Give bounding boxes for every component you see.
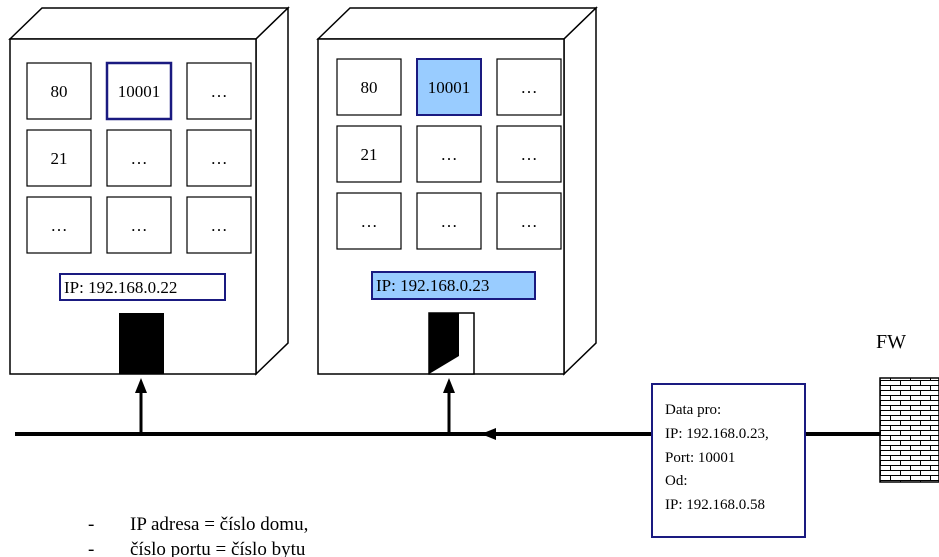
- building-2-window-7: [336, 192, 402, 250]
- building-1-window-6: [186, 129, 252, 187]
- firewall-brick-wall: [879, 377, 939, 483]
- building-1-window-label-3: …: [211, 82, 228, 101]
- building-1-window-9: [186, 196, 252, 254]
- arrow-left-on-bus: [481, 428, 496, 440]
- legend-bullet-2: -: [88, 539, 94, 557]
- building-1-window-label-7: …: [51, 216, 68, 235]
- building-2-window-2: [416, 58, 482, 116]
- building-2-window-label-4: 21: [361, 145, 378, 164]
- building-1-ip-box: [59, 273, 226, 301]
- building-2-window-label-8: …: [441, 212, 458, 231]
- building-2-roof: [316, 7, 598, 40]
- building-1-window-7: [26, 196, 92, 254]
- building-2-window-1: [336, 58, 402, 116]
- building-1-ip-label: IP: 192.168.0.22: [64, 278, 177, 297]
- building-2-ip-box: [371, 271, 536, 300]
- building-2-window-label-5: …: [441, 145, 458, 164]
- building-2-window-label-9: …: [521, 212, 538, 231]
- building-1-side: [255, 6, 289, 376]
- building-2-side: [563, 6, 597, 376]
- arrow-up-building-1: [135, 378, 147, 434]
- building-2-window-label-6: …: [521, 145, 538, 164]
- building-1-window-4: [26, 129, 92, 187]
- building-1-window-label-9: …: [211, 216, 228, 235]
- building-1: 80 10001 … 21 … … … … … IP: 192.168.0.22: [8, 6, 290, 376]
- building-2-window-label-7: …: [361, 212, 378, 231]
- building-1-window-label-8: …: [131, 216, 148, 235]
- building-2-ip-label: IP: 192.168.0.23: [376, 276, 489, 295]
- building-2-window-label-1: 80: [361, 78, 378, 97]
- packet-line-2: IP: 192.168.0.23,: [665, 426, 769, 442]
- legend-item-ip: IP adresa = číslo domu,: [130, 514, 308, 535]
- building-2-window-6: [496, 125, 562, 183]
- building-1-window-5: [106, 129, 172, 187]
- packet-line-5: IP: 192.168.0.58: [665, 497, 765, 513]
- building-1-window-8: [106, 196, 172, 254]
- firewall-label: FW: [876, 331, 906, 353]
- building-2-window-9: [496, 192, 562, 250]
- packet-line-4: Od:: [665, 473, 688, 489]
- legend-bullet-1: -: [88, 514, 94, 535]
- packet-line-3: Port: 10001: [665, 450, 735, 466]
- building-2-window-3: [496, 58, 562, 116]
- building-1-door-closed: [119, 313, 164, 374]
- building-2-window-5: [416, 125, 482, 183]
- building-1-windows: 80 10001 … 21 … … … … …: [26, 61, 252, 254]
- building-2-windows: 80 10001 … 21 … … … … …: [336, 58, 562, 250]
- building-1-window-label-2: 10001: [118, 82, 161, 101]
- building-1-window-label-6: …: [211, 149, 228, 168]
- building-1-window-label-1: 80: [51, 82, 68, 101]
- building-1-window-label-4: 21: [51, 149, 68, 168]
- building-2-window-label-2: 10001: [428, 78, 471, 97]
- building-2-window-label-3: …: [521, 78, 538, 97]
- building-2-window-8: [416, 192, 482, 250]
- packet-line-1: Data pro:: [665, 402, 721, 418]
- building-1-window-2: [105, 61, 173, 121]
- arrow-up-building-2: [443, 378, 455, 434]
- building-1-roof: [8, 7, 290, 40]
- packet-box: [651, 383, 806, 538]
- building-2-window-4: [336, 125, 402, 183]
- building-2-door-open: [428, 312, 475, 375]
- building-1-window-1: [26, 62, 92, 120]
- legend-item-port: číslo portu = číslo bytu: [130, 539, 306, 557]
- building-2: 80 10001 … 21 … … … … … IP: 192.168.0.23: [316, 6, 598, 376]
- building-1-window-3: [186, 62, 252, 120]
- building-1-window-label-5: …: [131, 149, 148, 168]
